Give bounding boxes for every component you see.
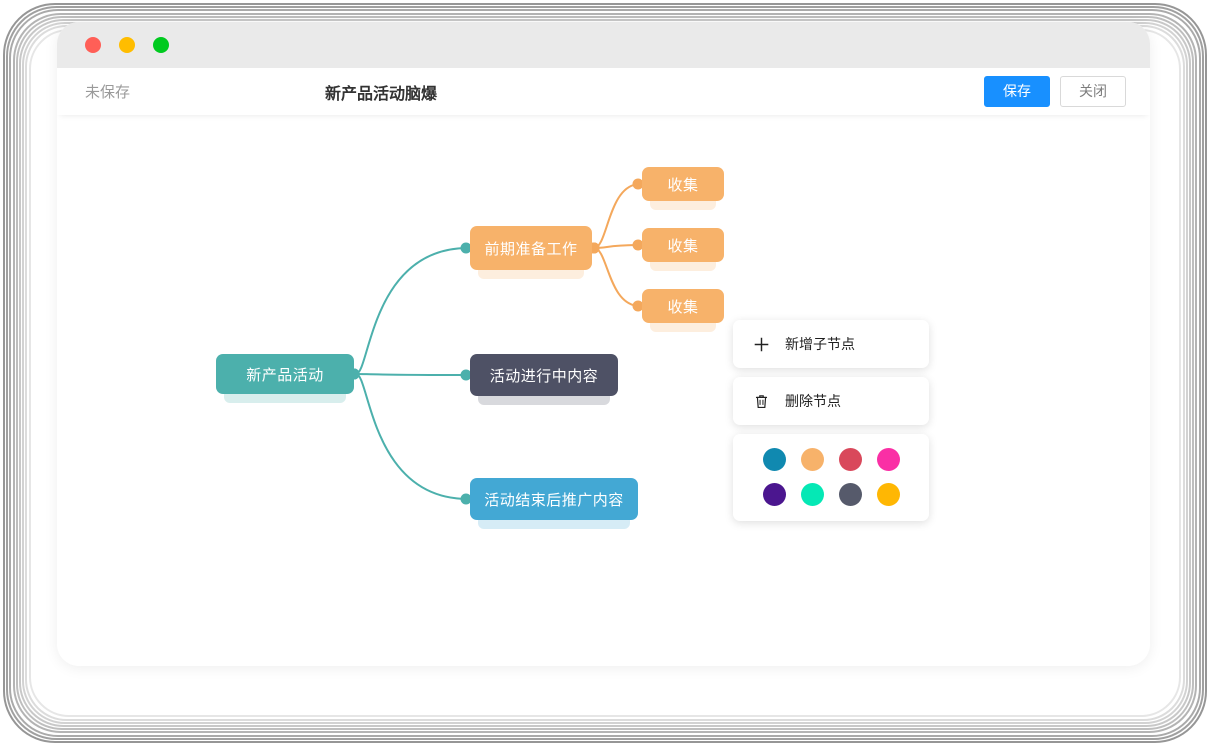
connector-line <box>593 183 641 249</box>
add-child-node-button[interactable]: 新增子节点 <box>733 320 929 368</box>
delete-node-button[interactable]: 删除节点 <box>733 377 929 425</box>
node-label: 活动结束后推广内容 <box>484 491 624 509</box>
trash-icon <box>755 394 768 408</box>
mindmap-node-branch-0[interactable]: 前期准备工作 <box>470 226 592 279</box>
connector-dot <box>632 178 644 190</box>
node-stack-shadow <box>650 262 716 271</box>
color-swatch-1089b0[interactable] <box>762 448 786 471</box>
node-stack-shadow <box>478 396 610 405</box>
node-label: 收集 <box>667 298 699 316</box>
color-palette-row-2 <box>733 483 929 506</box>
node-stack-shadow <box>224 394 346 403</box>
color-swatch-05e8b5[interactable] <box>800 483 824 506</box>
mindmap-node-branch-2[interactable]: 活动结束后推广内容 <box>470 478 638 529</box>
mindmap-node-leaf-0-0[interactable]: 收集 <box>642 167 724 210</box>
connector-dot <box>460 493 472 505</box>
connector-dot <box>632 239 644 251</box>
close-button[interactable]: 关闭 <box>1060 75 1126 108</box>
add-child-node-label: 新增子节点 <box>785 336 855 352</box>
add-child-card: 新增子节点 <box>733 320 929 368</box>
node-label: 新产品活动 <box>246 366 324 384</box>
traffic-light-minimize-icon[interactable] <box>119 37 135 53</box>
color-palette-row-1 <box>733 448 929 471</box>
plus-icon <box>754 337 769 351</box>
toolbar-actions: 保存 关闭 <box>984 75 1126 108</box>
connector-dot <box>460 369 472 381</box>
node-stack-shadow <box>478 520 630 529</box>
page-title: 新产品活动脑爆 <box>325 85 438 103</box>
color-palette-card <box>733 434 929 521</box>
delete-node-label: 删除节点 <box>785 393 841 409</box>
node-label: 收集 <box>667 237 699 255</box>
mindmap-node-leaf-0-1[interactable]: 收集 <box>642 228 724 271</box>
app-window: 未保存 新产品活动脑爆 保存 关闭 新产品活动前期准备工作收集收集收集活动进行中… <box>57 22 1150 666</box>
connector-line <box>355 373 469 500</box>
traffic-light-close-icon[interactable] <box>85 37 101 53</box>
mindmap-node-root[interactable]: 新产品活动 <box>216 354 354 403</box>
node-context-menu: 新增子节点 删除节点 <box>733 320 929 530</box>
node-stack-shadow <box>478 270 584 279</box>
node-stack-shadow <box>650 323 716 332</box>
mindmap-canvas[interactable]: 新产品活动前期准备工作收集收集收集活动进行中内容活动结束后推广内容 新增子节点 <box>57 115 1150 666</box>
app-toolbar: 未保存 新产品活动脑爆 保存 关闭 <box>57 68 1150 115</box>
color-swatch-4b168f[interactable] <box>762 483 786 506</box>
color-swatch-ffb703[interactable] <box>876 483 900 506</box>
save-button[interactable]: 保存 <box>984 75 1050 108</box>
node-label: 收集 <box>667 176 699 194</box>
node-stack-shadow <box>650 201 716 210</box>
node-label: 活动进行中内容 <box>489 367 599 385</box>
color-swatch-d9485b[interactable] <box>838 448 862 471</box>
color-swatch-fa2fa5[interactable] <box>876 448 900 471</box>
node-label: 前期准备工作 <box>484 240 578 258</box>
mindmap-node-leaf-0-2[interactable]: 收集 <box>642 289 724 332</box>
color-swatch-565a6b[interactable] <box>838 483 862 506</box>
traffic-light-maximize-icon[interactable] <box>153 37 169 53</box>
connector-dot <box>632 300 644 312</box>
delete-node-card: 删除节点 <box>733 377 929 425</box>
color-swatch-f7b26a[interactable] <box>800 448 824 471</box>
connector-line <box>355 247 469 375</box>
connector-dot <box>460 242 472 254</box>
mindmap-node-branch-1[interactable]: 活动进行中内容 <box>470 354 618 405</box>
connector-line <box>593 247 641 307</box>
connector-line <box>355 373 469 376</box>
window-titlebar <box>57 22 1150 68</box>
save-status-label: 未保存 <box>85 84 131 101</box>
